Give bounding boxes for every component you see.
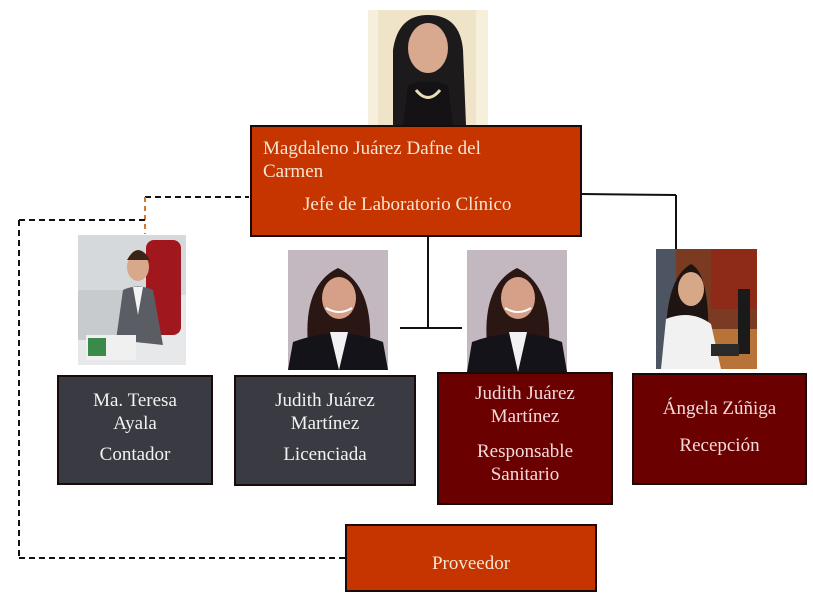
sanitario-node[interactable]: Judith Juárez Martínez Responsable Sanit…: [437, 372, 613, 505]
head-node[interactable]: Magdaleno Juárez Dafne del Carmen Jefe d…: [250, 125, 582, 237]
solid-connector-head-to-recepcion-h: [581, 193, 677, 196]
licenciada-photo: [288, 250, 388, 370]
recepcion-name: Ángela Zúñiga: [662, 398, 777, 419]
proveedor-label: Proveedor: [431, 553, 511, 574]
sanitario-role-line1: Responsable: [476, 441, 574, 462]
licenciada-name-line2: Martínez: [290, 413, 360, 434]
sanitario-photo: [467, 250, 567, 372]
contador-node[interactable]: Ma. Teresa Ayala Contador: [57, 375, 213, 485]
recepcion-role: Recepción: [679, 435, 760, 456]
portrait-woman-blazer-icon: [467, 268, 567, 372]
contador-photo: [78, 235, 186, 365]
licenciada-name-line1: Judith Juárez: [275, 390, 375, 411]
portrait-woman-blazer-icon: [288, 268, 388, 370]
licenciada-node[interactable]: Judith Juárez Martínez Licenciada: [234, 375, 416, 486]
recepcion-node[interactable]: Ángela Zúñiga Recepción: [632, 373, 807, 485]
sanitario-name-line2: Martínez: [490, 406, 560, 427]
proveedor-node[interactable]: Proveedor: [345, 524, 597, 592]
head-name-line2: Carmen: [263, 161, 324, 182]
contador-role: Contador: [99, 444, 171, 465]
licenciada-role: Licenciada: [283, 444, 367, 465]
sanitario-role-line2: Sanitario: [490, 464, 560, 485]
portrait-woman-reception-icon: [656, 249, 757, 369]
sanitario-name-line1: Judith Juárez: [475, 383, 575, 404]
contador-name-line1: Ma. Teresa: [93, 390, 177, 411]
head-name-line1: Magdaleno Juárez Dafne del: [263, 138, 481, 159]
contador-name-line2: Ayala: [113, 413, 157, 434]
portrait-woman-office-icon: [78, 235, 186, 360]
recepcion-photo: [656, 249, 757, 369]
head-photo: [368, 10, 488, 125]
portrait-woman-icon: [378, 10, 476, 125]
head-role: Jefe de Laboratorio Clínico: [303, 194, 512, 215]
